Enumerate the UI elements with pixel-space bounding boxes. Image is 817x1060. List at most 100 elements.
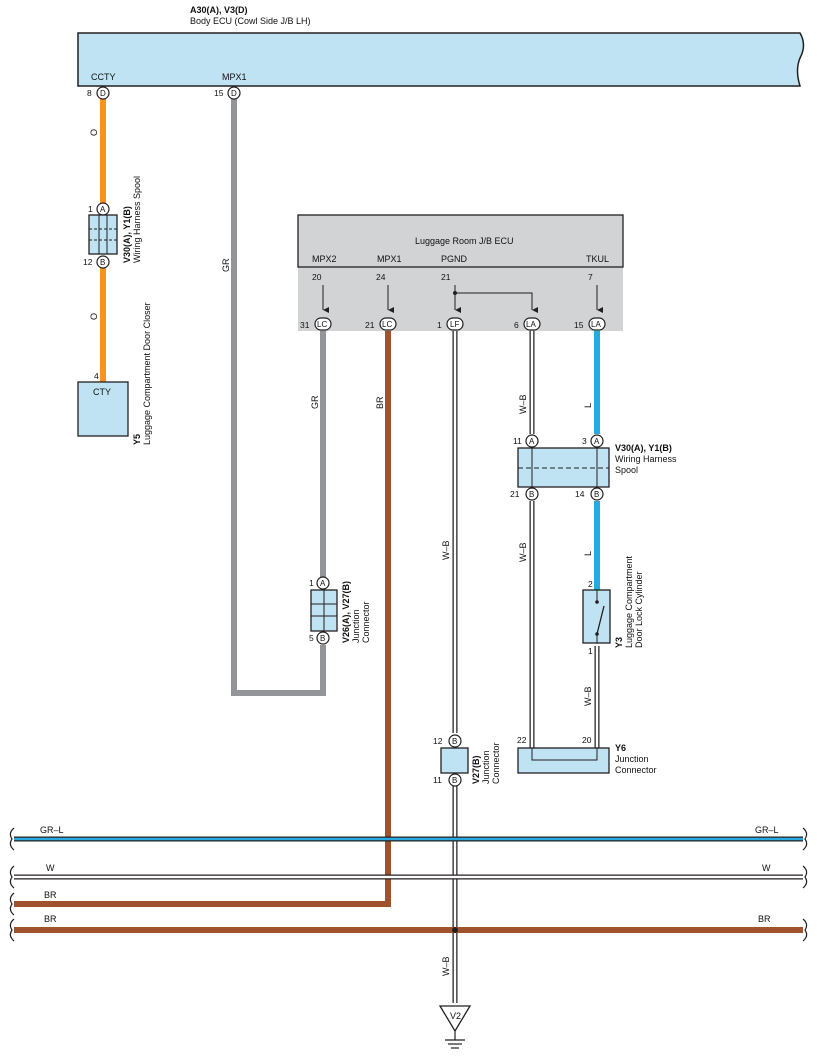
bus-brace-right — [802, 827, 808, 942]
wire-label-la-upper: W–B — [518, 394, 528, 414]
body-ecu-code: A30(A), V3(D) — [190, 5, 248, 15]
svg-text:1: 1 — [309, 578, 314, 588]
lock-cylinder-code: Y3 — [614, 637, 624, 648]
junction-mid: 12 B 11 B — [433, 734, 469, 787]
spool-right-name-2: Spool — [615, 465, 638, 475]
svg-text:LA: LA — [526, 320, 536, 329]
junction-y6-name-1: Junction — [615, 754, 649, 764]
lock-cylinder-name-2: Door Lock Cylinder — [634, 571, 644, 648]
wire-mpx1-lug — [14, 331, 391, 907]
bus-label-w-right: W — [762, 863, 771, 873]
bus-label-grl-left: GR–L — [40, 825, 64, 835]
svg-text:11: 11 — [433, 775, 442, 785]
svg-text:1: 1 — [88, 204, 93, 214]
svg-text:21: 21 — [510, 489, 520, 499]
junction-y6-name-2: Connector — [615, 765, 657, 775]
ground-symbol: V2 — [438, 1005, 472, 1049]
svg-text:21: 21 — [441, 272, 451, 282]
svg-text:1: 1 — [437, 320, 442, 330]
bus-label-br-left: BR — [44, 914, 57, 924]
bus-brace-left — [9, 827, 15, 942]
bus-label-w-left: W — [46, 863, 55, 873]
spool-top-name: Wiring Harness Spool — [132, 176, 142, 263]
svg-text:5: 5 — [309, 633, 314, 643]
wire-label-mpx1-body: GR — [221, 258, 231, 272]
svg-text:B: B — [100, 258, 105, 267]
svg-text:A: A — [100, 205, 106, 214]
svg-text:A: A — [529, 437, 535, 446]
junction-mid-name-2: Connector — [491, 742, 501, 784]
door-closer: 4 CTY — [77, 371, 129, 437]
body-ecu-terminal-ccty: CCTY — [91, 72, 116, 82]
svg-text:B: B — [452, 776, 457, 785]
svg-text:B: B — [452, 737, 457, 746]
lock-cylinder: 2 1 — [582, 579, 611, 656]
svg-text:LF: LF — [450, 320, 459, 329]
spool-right: 11 A 3 A 21 B 14 B — [510, 434, 610, 501]
junction-left: 1 A 5 B — [309, 576, 338, 645]
spool-top-code: V30(A), Y1(B) — [122, 206, 132, 263]
svg-text:31: 31 — [300, 320, 310, 330]
svg-text:A: A — [594, 437, 600, 446]
svg-text:MPX2: MPX2 — [312, 254, 337, 264]
lock-cylinder-name-1: Luggage Compartment — [624, 555, 634, 648]
svg-text:4: 4 — [94, 371, 99, 381]
svg-text:2: 2 — [588, 579, 593, 589]
wire-label-pgnd: W–B — [441, 540, 451, 560]
svg-text:B: B — [320, 634, 325, 643]
svg-text:D: D — [231, 89, 237, 98]
svg-text:20: 20 — [582, 735, 592, 745]
body-ecu-pin-ccty: 8 D — [87, 86, 110, 100]
svg-text:15: 15 — [574, 320, 584, 330]
spool-top: 1 A 12 B — [83, 202, 118, 269]
body-ecu-terminal-mpx1: MPX1 — [222, 72, 247, 82]
svg-text:15: 15 — [214, 88, 224, 98]
wire-label-mpx1-lug: BR — [375, 396, 385, 409]
svg-text:3: 3 — [582, 436, 587, 446]
bus-label-br-right: BR — [758, 914, 771, 924]
svg-text:TKUL: TKUL — [586, 254, 609, 264]
wire-mpx1-body — [231, 99, 326, 696]
body-ecu-box — [77, 32, 805, 87]
svg-text:11: 11 — [513, 436, 522, 446]
luggage-ecu: Luggage Room J/B ECU MPX2 MPX1 PGND TKUL… — [297, 214, 624, 331]
door-closer-name: Luggage Compartment Door Closer — [142, 302, 152, 445]
svg-text:PGND: PGND — [441, 254, 468, 264]
junction-mid-code: V27(B) — [471, 755, 481, 784]
svg-text:20: 20 — [312, 272, 322, 282]
spool-right-name-1: Wiring Harness — [615, 454, 677, 464]
svg-text:A: A — [320, 579, 326, 588]
svg-text:CTY: CTY — [93, 387, 111, 397]
junction-left-name-1: Junction — [351, 609, 361, 643]
wire-label-pgnd-lower: W–B — [441, 956, 451, 976]
bus-label-grl-right: GR–L — [755, 825, 779, 835]
junction-y6-code: Y6 — [615, 743, 626, 753]
ground-code: V2 — [450, 1011, 461, 1021]
junction-y6: 22 20 — [517, 735, 610, 774]
svg-text:B: B — [594, 490, 599, 499]
junction-left-code: V26(A), V27(B) — [341, 581, 351, 643]
svg-text:14: 14 — [575, 489, 585, 499]
wire-label-ccty-lower: O — [89, 313, 99, 320]
svg-text:22: 22 — [517, 735, 527, 745]
body-ecu-pin-mpx1: 15 D — [214, 86, 241, 100]
svg-text:LC: LC — [382, 320, 392, 329]
svg-text:21: 21 — [365, 320, 375, 330]
wire-label-mpx2: GR — [310, 395, 320, 409]
wire-label-ccty-upper: O — [89, 129, 99, 136]
body-ecu-name: Body ECU (Cowl Side J/B LH) — [190, 16, 311, 26]
door-closer-code: Y5 — [132, 434, 142, 445]
splice-point — [452, 927, 458, 933]
svg-text:8: 8 — [87, 88, 92, 98]
svg-text:24: 24 — [376, 272, 386, 282]
spool-right-code: V30(A), Y1(B) — [615, 443, 672, 453]
svg-text:MPX1: MPX1 — [377, 254, 402, 264]
wire-label-tkul-upper: L — [583, 403, 593, 408]
junction-mid-name-1: Junction — [481, 750, 491, 784]
svg-text:1: 1 — [588, 646, 593, 656]
svg-text:LC: LC — [317, 320, 327, 329]
svg-text:7: 7 — [588, 272, 593, 282]
wire-label-y3-out: W–B — [583, 686, 593, 706]
junction-left-name-2: Connector — [361, 601, 371, 643]
